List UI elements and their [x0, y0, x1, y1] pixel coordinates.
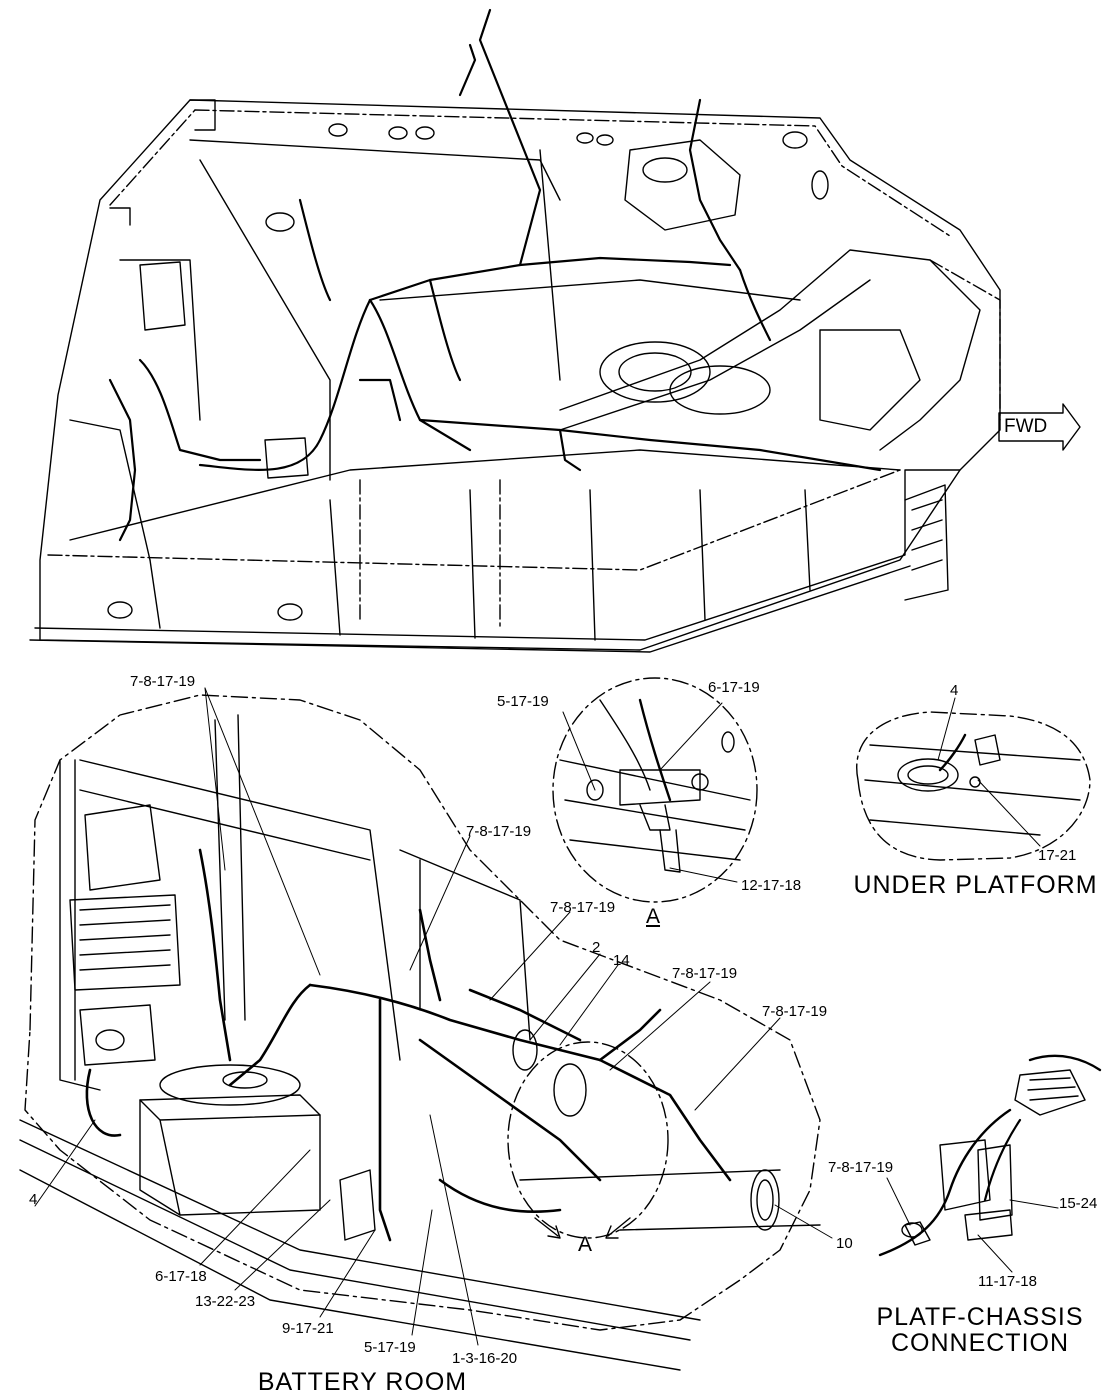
callout-battery-7-8-17-19-right-b: 7-8-17-19 [762, 1003, 828, 1020]
detail-a-view [552, 677, 758, 903]
battery-room-view [19, 694, 821, 1371]
platf-chassis-view [878, 1054, 1102, 1257]
callout-battery-2: 2 [592, 939, 601, 956]
callout-detail-a-6-17-19: 6-17-19 [708, 679, 760, 696]
callout-battery-14: 14 [613, 952, 630, 969]
callout-under-platform-4: 4 [950, 682, 959, 699]
under-platform-title: UNDER PLATFORM [853, 871, 1098, 899]
callout-battery-7-8-17-19-center: 7-8-17-19 [466, 823, 532, 840]
callout-battery-7-8-17-19-right-a: 7-8-17-19 [672, 965, 738, 982]
callout-platf-15-24: 15-24 [1059, 1195, 1098, 1212]
callout-detail-a-12-17-18: 12-17-18 [741, 877, 802, 894]
main-frame-view [29, 99, 1001, 653]
callout-platf-11-17-18: 11-17-18 [978, 1273, 1037, 1290]
battery-room-harness [85, 848, 732, 1242]
battery-room-title: BATTERY ROOM [257, 1368, 468, 1396]
callout-battery-9-17-21: 9-17-21 [282, 1320, 334, 1337]
fwd-label: FWD [1004, 416, 1048, 437]
callout-battery-4: 4 [29, 1191, 38, 1208]
callout-platf-7-8-17-19: 7-8-17-19 [828, 1159, 894, 1176]
callout-detail-a-5-17-19: 5-17-19 [497, 693, 549, 710]
platf-chassis-title-line1: PLATF-CHASSIS [876, 1303, 1084, 1331]
callout-battery-7-8-17-19-top: 7-8-17-19 [130, 673, 196, 690]
section-a-letter: A [578, 1233, 593, 1256]
detail-a-letter: A [646, 905, 661, 928]
callout-battery-6-17-18: 6-17-18 [155, 1268, 207, 1285]
callout-battery-7-8-17-19-mid: 7-8-17-19 [550, 899, 616, 916]
callout-under-platform-17-21: 17-21 [1038, 847, 1077, 864]
main-wiring-harness [108, 8, 882, 542]
callout-battery-13-22-23: 13-22-23 [195, 1293, 256, 1310]
platf-chassis-title-line2: CONNECTION [890, 1329, 1070, 1357]
leader-lines [34, 687, 1059, 1346]
callout-battery-1-3-16-20: 1-3-16-20 [452, 1350, 518, 1367]
callout-battery-5-17-19: 5-17-19 [364, 1339, 416, 1356]
forward-arrow-icon [998, 403, 1081, 451]
under-platform-view [856, 711, 1091, 861]
callout-battery-10: 10 [836, 1235, 853, 1252]
